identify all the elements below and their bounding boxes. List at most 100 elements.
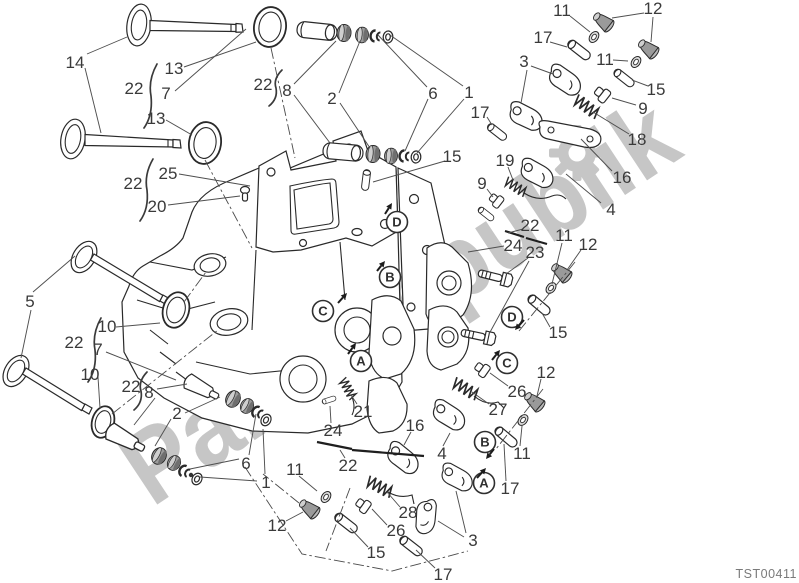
detail-letter-circle bbox=[500, 305, 524, 329]
detail-letter: A bbox=[479, 476, 489, 491]
leader-line bbox=[416, 98, 465, 154]
part-label: 8 bbox=[144, 383, 153, 402]
direction-arrow bbox=[384, 207, 390, 215]
part-label: 22 bbox=[125, 79, 144, 98]
leader-line bbox=[471, 391, 490, 405]
leader-line bbox=[520, 69, 528, 104]
leader-line bbox=[20, 309, 32, 359]
leader-line bbox=[377, 34, 428, 88]
part-label: 17 bbox=[501, 479, 520, 498]
leader-line bbox=[565, 173, 602, 204]
leader-line bbox=[86, 36, 128, 55]
leader-line bbox=[592, 111, 630, 135]
leader-line bbox=[631, 79, 649, 87]
part-label: 11 bbox=[555, 226, 573, 245]
direction-arrow-head bbox=[378, 261, 385, 268]
part-label: 6 bbox=[428, 84, 437, 103]
part-label: 15 bbox=[367, 543, 386, 562]
valve-seat-ring bbox=[161, 291, 191, 329]
leader-line bbox=[285, 511, 304, 522]
direction-arrow-head bbox=[386, 203, 392, 210]
leader-line bbox=[507, 228, 524, 234]
leader-line bbox=[183, 41, 257, 68]
leader-line bbox=[611, 12, 645, 19]
exhaust-port-lower bbox=[209, 308, 249, 336]
part-label: 12 bbox=[579, 235, 598, 254]
group-brace bbox=[87, 317, 102, 383]
leader-line bbox=[293, 94, 331, 144]
leader-line bbox=[536, 378, 542, 397]
part-label: 1 bbox=[464, 83, 473, 102]
part-label: 13 bbox=[165, 59, 184, 78]
part-label: 20 bbox=[148, 197, 167, 216]
group-brace bbox=[139, 158, 154, 222]
leader-line bbox=[199, 476, 258, 482]
leader-line bbox=[486, 116, 493, 126]
leader-line bbox=[178, 173, 251, 187]
detail-letter-circle bbox=[378, 265, 402, 289]
part-label: 16 bbox=[613, 168, 632, 187]
direction-arrow bbox=[376, 265, 383, 272]
part-label: 12 bbox=[537, 363, 556, 382]
direction-arrow-head bbox=[340, 293, 347, 300]
detail-letter: D bbox=[392, 215, 401, 230]
part-label: 15 bbox=[647, 80, 666, 99]
group-brace bbox=[143, 63, 158, 129]
part-label: 14 bbox=[66, 53, 85, 72]
leader-line bbox=[488, 260, 530, 335]
spring-wire bbox=[351, 396, 355, 416]
leader-line bbox=[372, 160, 446, 183]
detail-letter-circle bbox=[473, 430, 497, 454]
exhaust-valve bbox=[126, 3, 244, 47]
leader-line bbox=[549, 41, 568, 48]
part-label: 17 bbox=[471, 103, 490, 122]
leader-line bbox=[437, 520, 465, 538]
part-label: 13 bbox=[147, 109, 166, 128]
part-label: 26 bbox=[387, 521, 406, 540]
direction-arrow bbox=[491, 354, 498, 361]
direction-arrow bbox=[518, 319, 525, 327]
leader-line bbox=[569, 15, 591, 33]
shim-spool bbox=[335, 23, 353, 43]
leader-line bbox=[156, 383, 188, 390]
leader-line bbox=[541, 312, 551, 328]
part-label: 27 bbox=[489, 400, 508, 419]
rocker-arm bbox=[381, 439, 425, 478]
shim-strip-rod bbox=[504, 229, 548, 246]
leader-line bbox=[154, 418, 172, 447]
direction-arrow bbox=[337, 296, 344, 304]
leader-line bbox=[389, 34, 464, 87]
leader-line bbox=[467, 245, 505, 253]
end-cap bbox=[410, 150, 422, 164]
part-label: 15 bbox=[443, 147, 462, 166]
part-label: 18 bbox=[628, 130, 647, 149]
part-label: 16 bbox=[406, 416, 425, 435]
washer bbox=[543, 280, 559, 296]
direction-arrow-head bbox=[479, 468, 486, 475]
leader-line bbox=[165, 119, 193, 136]
spring-cap bbox=[472, 359, 492, 380]
cap-nut bbox=[589, 8, 617, 35]
direction-arrow-head bbox=[350, 343, 356, 350]
intake-valve bbox=[70, 240, 171, 306]
direction-arrow bbox=[476, 471, 483, 479]
spring-cap bbox=[353, 495, 373, 516]
part-label: 11 bbox=[553, 1, 571, 20]
leader-line bbox=[403, 431, 412, 446]
pivot-pin bbox=[332, 510, 360, 536]
leader-line bbox=[97, 376, 101, 409]
detail-letter-circle bbox=[495, 351, 519, 375]
part-label: 11 bbox=[513, 444, 531, 463]
part-label: 17 bbox=[534, 28, 553, 47]
leader-line bbox=[442, 432, 451, 447]
shim-strip-rod bbox=[316, 440, 425, 458]
leader-line bbox=[338, 40, 361, 94]
leader-line bbox=[105, 351, 177, 381]
leader-line bbox=[350, 394, 358, 405]
rocker-arm bbox=[428, 397, 470, 433]
part-label: 26 bbox=[508, 382, 527, 401]
washer bbox=[515, 412, 531, 428]
part-label: 22 bbox=[339, 456, 358, 475]
leader-line bbox=[580, 138, 613, 172]
